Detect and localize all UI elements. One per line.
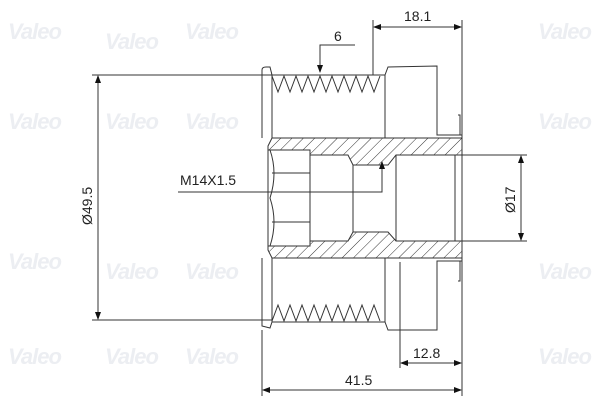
label-41-5: 41.5 <box>345 372 372 388</box>
pulley-lower <box>261 258 463 331</box>
pulley-upper <box>261 65 463 138</box>
label-49-5: Ø49.5 <box>79 187 95 225</box>
label-rib-count: 6 <box>334 28 342 44</box>
shaft-section-upper <box>267 137 463 166</box>
shaft-section-lower <box>267 231 463 259</box>
label-17: Ø17 <box>502 186 518 213</box>
leader-thread <box>178 161 385 193</box>
label-18-1: 18.1 <box>404 8 431 24</box>
leader-6 <box>317 44 355 73</box>
label-thread: M14X1.5 <box>180 172 236 188</box>
label-12-8: 12.8 <box>413 345 440 361</box>
